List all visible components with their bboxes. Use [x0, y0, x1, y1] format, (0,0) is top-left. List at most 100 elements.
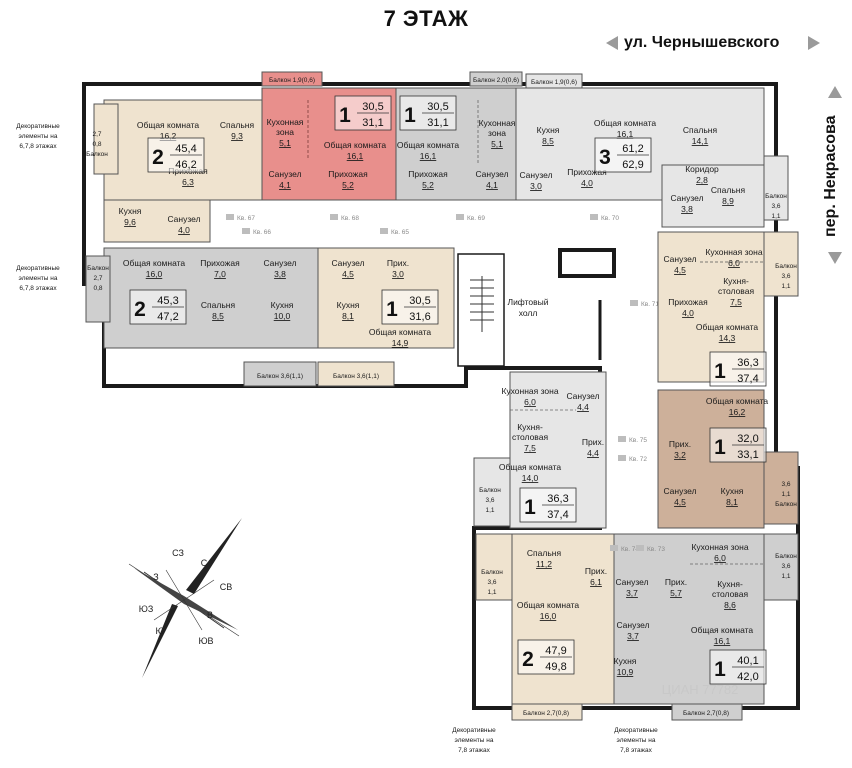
- room-name: Санузел: [615, 577, 648, 587]
- room-count: 1: [524, 496, 536, 519]
- kv-label: Кв. 71: [641, 301, 659, 308]
- balcony-label: 1,1: [781, 573, 790, 580]
- kv-label: Кв. 73: [647, 546, 665, 553]
- room-count: 1: [714, 658, 726, 681]
- kv-label: Кв. 70: [601, 215, 619, 222]
- arrow-down-icon: [828, 252, 842, 264]
- kv-label: Кв. 65: [391, 229, 409, 236]
- room-name: Кухня-: [717, 579, 743, 589]
- compass-label: ЮЗ: [139, 604, 154, 614]
- entrance-marker: Кв. 70: [590, 214, 619, 222]
- room-name: Кухня: [337, 300, 360, 310]
- room-name: Санузел: [663, 486, 696, 496]
- area-full: 37,4: [547, 509, 568, 521]
- room-count: 1: [339, 104, 351, 127]
- room-area: 6,3: [182, 177, 194, 187]
- area-total: 30,5: [427, 101, 448, 113]
- room-name: Спальня: [683, 125, 718, 135]
- room-area: 8,5: [212, 311, 224, 321]
- room-area: 6,0: [524, 397, 536, 407]
- balcony-label: Балкон 2,0(0,6): [473, 77, 519, 84]
- room-name: Общая комната: [594, 118, 657, 128]
- room-area: 3,0: [530, 181, 542, 191]
- balcony-label: Балкон: [479, 487, 501, 494]
- room-area: 8,1: [342, 311, 354, 321]
- room-area: 4,5: [342, 269, 354, 279]
- compass-label: С: [201, 558, 208, 568]
- entrance-marker: Кв. 69: [456, 214, 485, 222]
- room-area: 4,1: [279, 180, 291, 190]
- decor-note: Декоративные: [452, 727, 496, 734]
- room-area: 4,4: [587, 448, 599, 458]
- area-total: 47,9: [545, 645, 566, 657]
- room-name: Санузел: [268, 169, 301, 179]
- kv-label: Кв. 67: [237, 215, 255, 222]
- entrance-marker: Кв. 68: [330, 214, 359, 222]
- lift-hall-label-1: Лифтовый: [507, 297, 548, 307]
- room-area: 16,2: [729, 407, 746, 417]
- area-total: 40,1: [737, 655, 758, 667]
- kv-label: Кв. 74: [621, 546, 639, 553]
- decor-note: 6,7,8 этажах: [19, 143, 57, 150]
- area-total: 36,3: [547, 493, 568, 505]
- room-area: 14,0: [522, 473, 539, 483]
- room-name: Прихожая: [408, 169, 448, 179]
- room-name: Санузел: [331, 258, 364, 268]
- room-name: Санузел: [519, 170, 552, 180]
- compass-label: ЮВ: [198, 636, 213, 646]
- room-area: 2,8: [696, 175, 708, 185]
- room-area: 3,2: [674, 450, 686, 460]
- room-area: 5,7: [670, 588, 682, 598]
- room-count: 2: [134, 298, 146, 321]
- room-name: Кухонная зона: [705, 247, 762, 257]
- balcony-label: 3,6: [781, 273, 790, 280]
- compass-label: В: [207, 610, 213, 620]
- balcony-label: 3,6: [781, 481, 790, 488]
- room-area: 14,1: [692, 136, 709, 146]
- decor-note: Декоративные: [16, 265, 60, 272]
- balcony-label: Балкон 1,9(0,6): [531, 79, 577, 86]
- room-area: 6,0: [714, 553, 726, 563]
- balcony-labels: Балкон 1,9(0,6) Балкон 2,0(0,6) Балкон 1,9…: [86, 77, 797, 717]
- balcony-label: 1,1: [781, 283, 790, 290]
- compass-label: СЗ: [172, 548, 184, 558]
- arrow-up-icon: [828, 86, 842, 98]
- room-name: Кухня: [614, 656, 637, 666]
- elevator-shafts: [558, 248, 616, 360]
- room-area: 4,1: [486, 180, 498, 190]
- apartment-67[interactable]: [93, 99, 263, 243]
- balcony-label: 1,1: [487, 589, 496, 596]
- area-full: 46,2: [175, 159, 196, 171]
- area-full: 62,9: [622, 159, 643, 171]
- kv-label: Кв. 72: [629, 456, 647, 463]
- room-area: 4,0: [178, 225, 190, 235]
- area-total: 61,2: [622, 143, 643, 155]
- room-area: 4,5: [674, 265, 686, 275]
- area-total: 30,5: [362, 101, 383, 113]
- room-name: Общая комната: [696, 322, 759, 332]
- area-full: 31,1: [427, 117, 448, 129]
- room-name: Прих.: [582, 437, 604, 447]
- room-area: 16,1: [420, 151, 437, 161]
- balcony-label: Балкон 3,6(1,1): [333, 373, 379, 380]
- room-name: Кухонная зона: [501, 386, 558, 396]
- balcony-label: 3,6: [781, 563, 790, 570]
- entrance-marker: Кв. 75: [618, 436, 647, 444]
- balcony-label: Балкон 1,9(0,6): [269, 77, 315, 84]
- decor-note: элементы на: [19, 275, 58, 282]
- room-name: Кухня: [721, 486, 744, 496]
- room-area: 4,0: [682, 308, 694, 318]
- balcony-label: 1,1: [771, 213, 780, 220]
- room-name: столовая: [512, 432, 549, 442]
- compass-label: З: [153, 572, 158, 582]
- room-area: 16,1: [714, 636, 731, 646]
- room-count: 1: [386, 298, 398, 321]
- room-area: 6,0: [728, 258, 740, 268]
- room-name: столовая: [712, 589, 749, 599]
- room-area: 7,0: [214, 269, 226, 279]
- stairwell: [457, 253, 505, 367]
